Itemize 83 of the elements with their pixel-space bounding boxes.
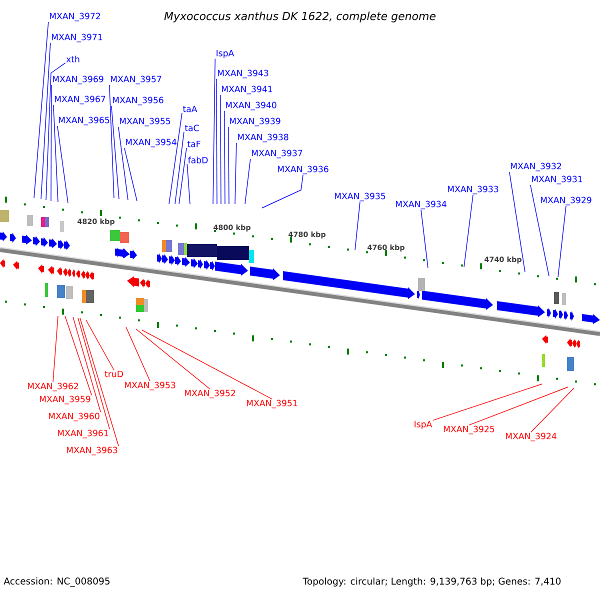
- gene-label: truD: [104, 370, 123, 378]
- leader-line: [40, 42, 51, 200]
- gene-label: MXAN_3952: [184, 390, 236, 398]
- leader-line: [126, 326, 150, 382]
- footer-text: Accession: NC_008095: [4, 577, 110, 587]
- leader-line: [530, 184, 550, 276]
- gene-label: MXAN_3969: [52, 76, 104, 84]
- gene-label: MXAN_3934: [396, 200, 446, 210]
- gene-label: MXAN_3953: [124, 382, 176, 390]
- leader-line: [220, 94, 222, 204]
- gene-label: MXAN_3940: [226, 102, 276, 110]
- leader-line: [111, 106, 120, 200]
- leader-line: [118, 126, 128, 200]
- gene-label: MXAN_3941: [222, 86, 272, 94]
- leader-line: [34, 22, 49, 198]
- gene-label: MXAN_3957: [110, 76, 162, 84]
- leader-line: [52, 316, 58, 382]
- gene-label: MXAN_3961: [58, 430, 108, 438]
- gene-label: MXAN_3960: [48, 412, 100, 422]
- leader-line: [420, 210, 428, 268]
- gene-label: MXAN_3931: [532, 176, 582, 184]
- leader-line: [212, 58, 216, 204]
- gene-label: MXAN_3962: [28, 382, 78, 392]
- leader-line: [432, 384, 542, 421]
- gene-label: taF: [187, 140, 200, 148]
- gene-label: MXAN_3935: [334, 192, 386, 202]
- leader-line: [354, 202, 360, 250]
- gene-label: MXAN_3954: [126, 138, 176, 148]
- leader-line: [142, 330, 272, 400]
- leader-line: [244, 158, 251, 204]
- gene-label: MXAN_3956: [112, 96, 164, 106]
- gene-label: MXAN_3936: [278, 166, 328, 174]
- gene-label: MXAN_3965: [58, 116, 110, 126]
- leader-line: [464, 194, 474, 268]
- gene-label: MXAN_3959: [40, 396, 90, 404]
- gene-label: MXAN_3955: [120, 118, 170, 126]
- leader-line: [72, 316, 101, 412]
- leader-line: [530, 388, 574, 432]
- gene-label: MXAN_3932: [510, 162, 562, 172]
- gene-label: IspA: [414, 421, 432, 430]
- leader-line: [178, 148, 187, 204]
- gene-label: MXAN_3929: [540, 196, 592, 206]
- leader-line: [186, 164, 190, 204]
- leader-line: [136, 328, 210, 390]
- gene-label: fabD: [188, 156, 208, 164]
- gene-label: taA: [182, 106, 198, 112]
- gene-label: MXAN_3971: [52, 34, 102, 42]
- leader-line: [509, 172, 526, 272]
- leader-line: [262, 174, 304, 208]
- leader-line: [78, 318, 110, 430]
- gene-label: MXAN_3972: [50, 12, 100, 22]
- gene-label: MXAN_3933: [448, 186, 498, 194]
- gene-label: MXAN_3938: [238, 134, 288, 142]
- gene-label: MXAN_3939: [230, 118, 280, 126]
- gene-label: MXAN_3937: [252, 150, 302, 158]
- gene-label: MXAN_3951: [246, 400, 298, 408]
- leader-line: [50, 84, 52, 202]
- gene-label: MXAN_3943: [218, 70, 268, 78]
- leader-line: [124, 148, 138, 202]
- gene-label: taC: [184, 124, 199, 132]
- footer-text: Topology: circular; Length: 9,139,763 bp; Genes: 7,410: [302, 578, 561, 586]
- leader-line: [468, 386, 568, 426]
- leader-line: [168, 112, 182, 204]
- leader-line: [224, 110, 226, 204]
- leader-line: [234, 142, 237, 204]
- leader-line: [57, 126, 68, 204]
- leader-line: [558, 206, 566, 278]
- leader-line: [216, 78, 218, 204]
- leader-line: [46, 62, 66, 200]
- gene-label: xth: [66, 56, 80, 62]
- gene-label: MXAN_3963: [66, 446, 118, 456]
- gene-label: MXAN_3924: [506, 432, 556, 442]
- leader-line: [86, 320, 114, 370]
- gene-label: MXAN_3967: [54, 96, 106, 104]
- gene-label: MXAN_3925: [444, 426, 494, 434]
- leader-line: [228, 126, 230, 204]
- title: Myxococcus xanthus DK 1622, complete genome: [164, 12, 436, 22]
- leader-line: [174, 132, 184, 204]
- leader-line: [64, 316, 92, 396]
- leader-line: [109, 84, 114, 198]
- leader-line: [80, 318, 119, 446]
- leader-line: [53, 104, 58, 202]
- gene-label: IspA: [216, 50, 234, 58]
